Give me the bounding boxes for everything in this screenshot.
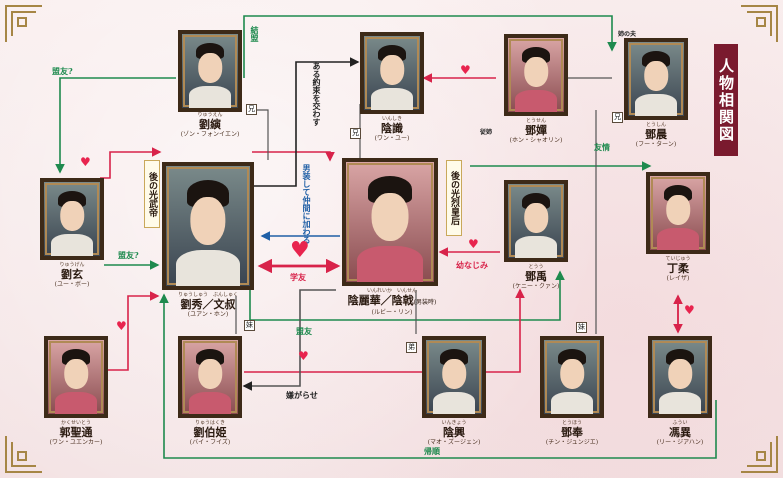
label-yujo: 友情 bbox=[594, 142, 610, 152]
name-yinlihua: いんれいか いんせん 陰麗華／陰戟(男装時) (ルビー・リン) bbox=[347, 288, 437, 316]
label-ketsumei: 結盟 bbox=[250, 26, 260, 42]
banner-kobutei: 後の光武帝 bbox=[144, 160, 160, 228]
portrait-dengfeng bbox=[540, 336, 604, 418]
link-guo-liuxiu bbox=[104, 291, 160, 371]
link-family-dengchen-dengchan bbox=[565, 77, 612, 108]
label-anenootto: 姉の夫 bbox=[618, 31, 637, 38]
heart-icon: ♥ bbox=[684, 303, 695, 317]
tag-imoto2: 妹 bbox=[576, 322, 587, 333]
link-iyagarase bbox=[242, 289, 336, 391]
name-dengyu: とうう 鄧禹 (ケニー・クァン) bbox=[512, 264, 560, 290]
label-gakuyu: 学友 bbox=[290, 272, 306, 282]
portrait-dengyu bbox=[504, 180, 568, 262]
link-liuyan-dengchen bbox=[243, 15, 617, 78]
corner-ornament-icon bbox=[741, 5, 778, 42]
link-liuxiu-dengyu bbox=[249, 270, 565, 321]
heart-icon: ♥ bbox=[290, 238, 310, 263]
tag-imouto: 妹 bbox=[244, 320, 255, 331]
portrait-yinshi bbox=[360, 32, 424, 114]
name-yinshi: いんしき 陰識 (ワン・ユー) bbox=[374, 116, 410, 142]
name-liuboji: りゅうはくき 劉伯姫 (バイ・フイズ) bbox=[189, 420, 231, 446]
portrait-dengchen bbox=[624, 38, 688, 120]
portrait-fengyi bbox=[648, 336, 712, 418]
tag-ani-dengchen: 兄 bbox=[612, 112, 623, 123]
name-dengchen: とうしん 鄧晨 (フー・ターン) bbox=[635, 122, 677, 148]
label-kijun: 帰順 bbox=[424, 446, 440, 456]
label-itoko: 従姉 bbox=[480, 129, 493, 136]
heart-icon: ♥ bbox=[80, 155, 91, 169]
link-liuboji-dengfeng bbox=[244, 288, 525, 373]
heart-icon: ♥ bbox=[468, 237, 479, 251]
link-fengyi-liuxiu bbox=[159, 293, 717, 459]
portrait-yinlihua bbox=[342, 158, 438, 286]
label-iyagarase: 嫌がらせ bbox=[286, 390, 318, 400]
name-dingrou: ていじゅう 丁柔 (レイザ) bbox=[665, 256, 691, 282]
tag-ani-liuyan: 兄 bbox=[246, 104, 257, 115]
name-liuyan: りゅうえん 劉縯 (ゾン・フォンイエン) bbox=[180, 112, 240, 138]
label-meiyu3: 盟友 bbox=[296, 326, 312, 336]
link-yakusoku bbox=[252, 57, 360, 187]
label-dansou: 男装して仲間に加わる bbox=[302, 164, 312, 244]
name-fengyi: ふうい 馮異 (リー・ジアハン) bbox=[656, 420, 704, 446]
name-liuxiu: りゅうしゅう ぶんしゅく 劉秀／文叔 (ユアン・ホン) bbox=[177, 292, 239, 318]
portrait-liuxiu bbox=[162, 162, 254, 290]
corner-ornament-icon bbox=[5, 436, 42, 473]
chart-title: 人物相関図 bbox=[714, 44, 738, 156]
heart-icon: ♥ bbox=[116, 319, 127, 333]
name-dengfeng: とうほう 鄧奉 (チン・ジュンジエ) bbox=[545, 420, 599, 446]
corner-ornament-icon bbox=[5, 5, 42, 42]
portrait-yinxing bbox=[422, 336, 486, 418]
label-yakusoku: ある約束を交わす bbox=[312, 62, 322, 126]
name-dengchan: とうせん 鄧嬋 (ホン・シャオリン) bbox=[509, 118, 563, 144]
label-meiyu2: 盟友? bbox=[118, 250, 139, 260]
heart-icon: ♥ bbox=[298, 349, 309, 363]
banner-koretsu: 後の光烈皇后 bbox=[446, 160, 462, 236]
link-liuxiu-yinlihua bbox=[252, 151, 335, 162]
portrait-liuyan bbox=[178, 30, 242, 112]
portrait-guoshengtong bbox=[44, 336, 108, 418]
link-liuxuan-liuxiu-red bbox=[100, 147, 162, 179]
corner-ornament-icon bbox=[741, 436, 778, 473]
tag-otouto: 弟 bbox=[406, 342, 417, 353]
portrait-dingrou bbox=[646, 172, 710, 254]
portrait-liuxuan bbox=[40, 178, 104, 260]
name-liuxuan: りゅうげん 劉玄 (ユー・ボー) bbox=[54, 262, 90, 288]
label-osananajimi: 幼なじみ bbox=[456, 260, 488, 270]
link-liuyan-liuxuan bbox=[55, 77, 176, 174]
name-guoshengtong: かくせいとう 郭聖通 (ワン・ユエンカー) bbox=[49, 420, 103, 446]
portrait-liuboji bbox=[178, 336, 242, 418]
heart-icon: ♥ bbox=[460, 63, 471, 77]
name-yinxing: いんきょう 陰興 (マオ・ズージェン) bbox=[427, 420, 481, 446]
tag-ani-yinshi: 兄 bbox=[350, 128, 361, 139]
label-meiyu: 盟友? bbox=[52, 66, 73, 76]
portrait-dengchan bbox=[504, 34, 568, 116]
